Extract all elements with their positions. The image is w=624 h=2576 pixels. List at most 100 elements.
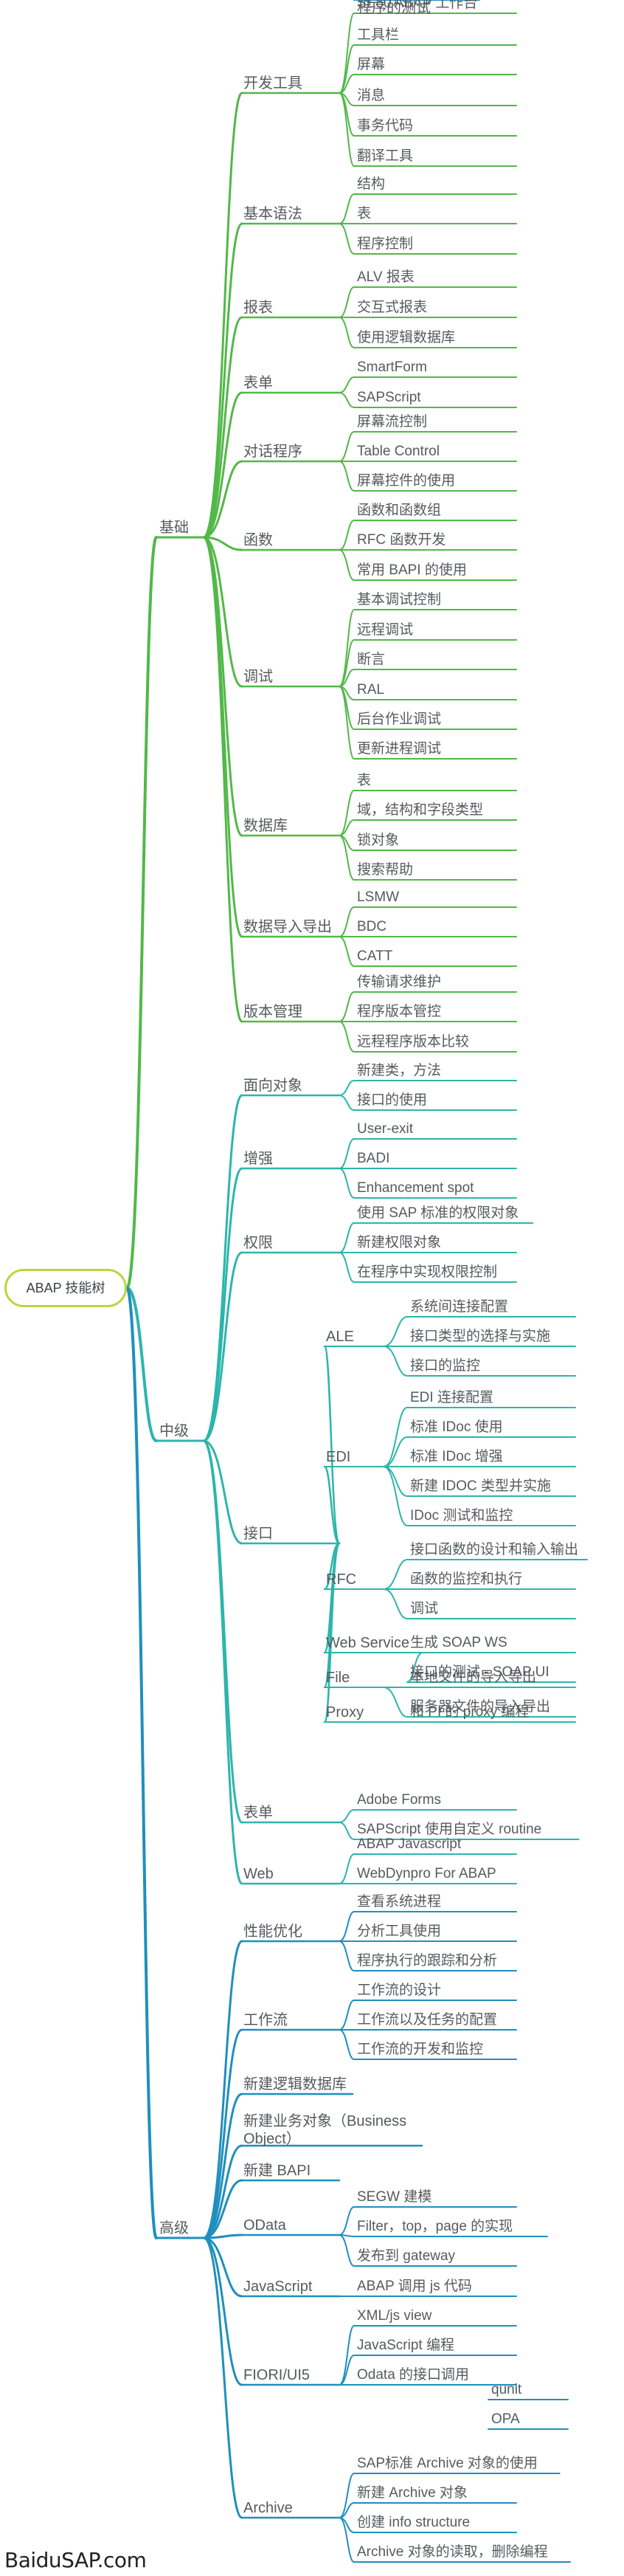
group-1-4[interactable]: 表单 [243, 1805, 273, 1821]
leaf[interactable]: 服务器文件的导入导出 [410, 1699, 551, 1715]
leaf[interactable]: 工作流的开发和监控 [357, 2042, 484, 2057]
interface-3[interactable]: Web Service [326, 1635, 410, 1651]
leaf[interactable]: 和 PI 的 proxy 编程 [410, 1704, 530, 1720]
leaf[interactable]: 新建权限对象 [357, 1235, 442, 1250]
leaf[interactable]: BDC [357, 919, 387, 934]
leaf[interactable]: Filter，top，page 的实现 [357, 2219, 513, 2234]
leaf[interactable]: SEGW 建模 [357, 2189, 432, 2205]
leaf[interactable]: 使用 SAP 标准的权限对象 [357, 1205, 519, 1221]
leaf[interactable]: 消息 [357, 88, 386, 103]
leaf[interactable]: 远程调试 [357, 622, 414, 638]
leaf[interactable]: 程序控制 [357, 236, 414, 252]
leaf[interactable]: 更新进程调试 [357, 741, 442, 757]
leaf[interactable]: CATT [357, 948, 393, 964]
leaf[interactable]: 接口类型的选择与实施 [410, 1329, 551, 1344]
interface-2[interactable]: RFC [326, 1571, 357, 1588]
leaf[interactable]: IDoc 测试和监控 [410, 1508, 513, 1523]
leaf[interactable]: ABAP 调用 js 代码 [357, 2279, 472, 2294]
group-0-1[interactable]: 基本语法 [243, 206, 302, 222]
group-0-3[interactable]: 表单 [243, 375, 273, 391]
leaf[interactable]: 函数和函数组 [357, 503, 442, 518]
leaf[interactable]: OPA [491, 2411, 520, 2427]
group-2-0[interactable]: 性能优化 [243, 1924, 302, 1940]
interface-4[interactable]: File [326, 1670, 350, 1686]
leaf[interactable]: 基本调试控制 [357, 592, 442, 607]
leaf[interactable]: 使用逻辑数据库 [357, 330, 456, 345]
leaf[interactable]: 翻译工具 [357, 148, 414, 164]
leaf[interactable]: 标准 IDoc 增强 [410, 1449, 503, 1464]
group-0-2[interactable]: 报表 [243, 300, 273, 316]
leaf[interactable]: Odata 的接口调用 [357, 2367, 470, 2383]
leaf[interactable]: ABAP Javascript [357, 1836, 462, 1852]
group-0-6[interactable]: 调试 [243, 669, 273, 685]
leaf[interactable]: LSMW [357, 889, 399, 905]
leaf[interactable]: User-exit [357, 1121, 414, 1137]
group-0-8[interactable]: 数据导入导出 [243, 919, 332, 935]
leaf[interactable]: 发布到 gateway [357, 2248, 456, 2264]
leaf[interactable]: 接口的监控 [410, 1358, 481, 1374]
leaf[interactable]: 生成 SOAP WS [410, 1635, 507, 1650]
leaf[interactable]: Adobe Forms [357, 1792, 442, 1808]
leaf[interactable]: Table Control [357, 444, 440, 459]
group-1-2[interactable]: 权限 [243, 1235, 273, 1251]
group-2-4[interactable]: 新建 BAPI [243, 2163, 311, 2179]
leaf[interactable]: Enhancement spot [357, 1180, 474, 1196]
group-0-9[interactable]: 版本管理 [243, 1004, 302, 1020]
leaf[interactable]: SAP标准 Archive 对象的使用 [357, 2456, 538, 2471]
interface-0[interactable]: ALE [326, 1329, 354, 1345]
leaf[interactable]: XML/js view [357, 2308, 432, 2324]
leaf[interactable]: SmartForm [357, 359, 427, 375]
group-2-8[interactable]: Archive [243, 2500, 293, 2516]
leaf[interactable]: 锁对象 [357, 833, 400, 848]
leaf[interactable]: 结构 [357, 176, 386, 192]
leaf[interactable]: 标准 IDoc 使用 [410, 1419, 503, 1435]
leaf[interactable]: 新建 Archive 对象 [357, 2485, 468, 2501]
leaf[interactable]: 查看系统进程 [357, 1894, 442, 1909]
leaf[interactable]: 事务代码 [357, 118, 414, 134]
group-1-1[interactable]: 增强 [243, 1151, 273, 1167]
group-label-line1[interactable]: 新建业务对象（Business [243, 2113, 407, 2129]
leaf[interactable]: 程序执行的跟踪和分析 [357, 1953, 498, 1969]
leaf[interactable]: RFC 函数开发 [357, 532, 446, 548]
leaf[interactable]: 后台作业调试 [357, 712, 442, 727]
leaf[interactable]: RAL [357, 682, 384, 698]
leaf[interactable]: SAPScript 使用自定义 routine [357, 1822, 542, 1837]
group-2-6[interactable]: JavaScript [243, 2279, 313, 2295]
leaf[interactable]: 屏幕控件的使用 [357, 473, 456, 489]
leaf[interactable]: 域，结构和字段类型 [357, 802, 484, 818]
leaf[interactable]: 创建 info structure [357, 2515, 471, 2530]
leaf[interactable]: 搜索帮助 [357, 862, 414, 878]
leaf[interactable]: BADI [357, 1151, 390, 1166]
group-1-0[interactable]: 面向对象 [243, 1078, 302, 1094]
leaf[interactable]: JavaScript 编程 [357, 2338, 454, 2353]
interface-1[interactable]: EDI [326, 1449, 351, 1465]
leaf[interactable]: qunit [491, 2382, 522, 2397]
leaf[interactable]: 屏幕 [357, 57, 386, 72]
leaf[interactable]: 接口的使用 [357, 1092, 428, 1108]
leaf[interactable]: 新建 IDOC 类型并实施 [410, 1478, 552, 1494]
group-label-line2[interactable]: Object） [243, 2131, 301, 2147]
group-0-7[interactable]: 数据库 [243, 818, 288, 834]
interface-5[interactable]: Proxy [326, 1704, 364, 1721]
category-2[interactable]: 高级 [159, 2220, 189, 2236]
leaf[interactable]: 传输请求维护 [357, 974, 442, 990]
leaf[interactable]: 新建类，方法 [357, 1063, 442, 1078]
leaf[interactable]: 系统间连接配置 [410, 1299, 509, 1315]
leaf[interactable]: ALV 报表 [357, 269, 415, 285]
category-0[interactable]: 基础 [159, 520, 189, 536]
group-1-5[interactable]: Web [243, 1866, 274, 1882]
leaf[interactable]: 常用 BAPI 的使用 [357, 562, 467, 578]
leaf[interactable]: 断言 [357, 652, 386, 667]
group-2-7[interactable]: FIORI/UI5 [243, 2367, 311, 2383]
group-0-0[interactable]: 开发工具 [243, 75, 302, 92]
root-node[interactable]: ABAP 技能树 [4, 1269, 127, 1307]
leaf[interactable]: EDI 连接配置 [410, 1390, 493, 1405]
leaf[interactable]: 接口的测试 - SOAP UI [410, 1664, 550, 1680]
leaf[interactable]: 分析工具使用 [357, 1924, 442, 1939]
category-1[interactable]: 中级 [159, 1423, 189, 1439]
group-2-1[interactable]: 工作流 [243, 2012, 288, 2028]
leaf[interactable]: 表 [357, 206, 372, 221]
leaf[interactable]: Archive 对象的读取，删除编程 [357, 2544, 548, 2560]
leaf[interactable]: 程序版本管控 [357, 1004, 442, 1019]
group-0-4[interactable]: 对话程序 [243, 444, 302, 460]
